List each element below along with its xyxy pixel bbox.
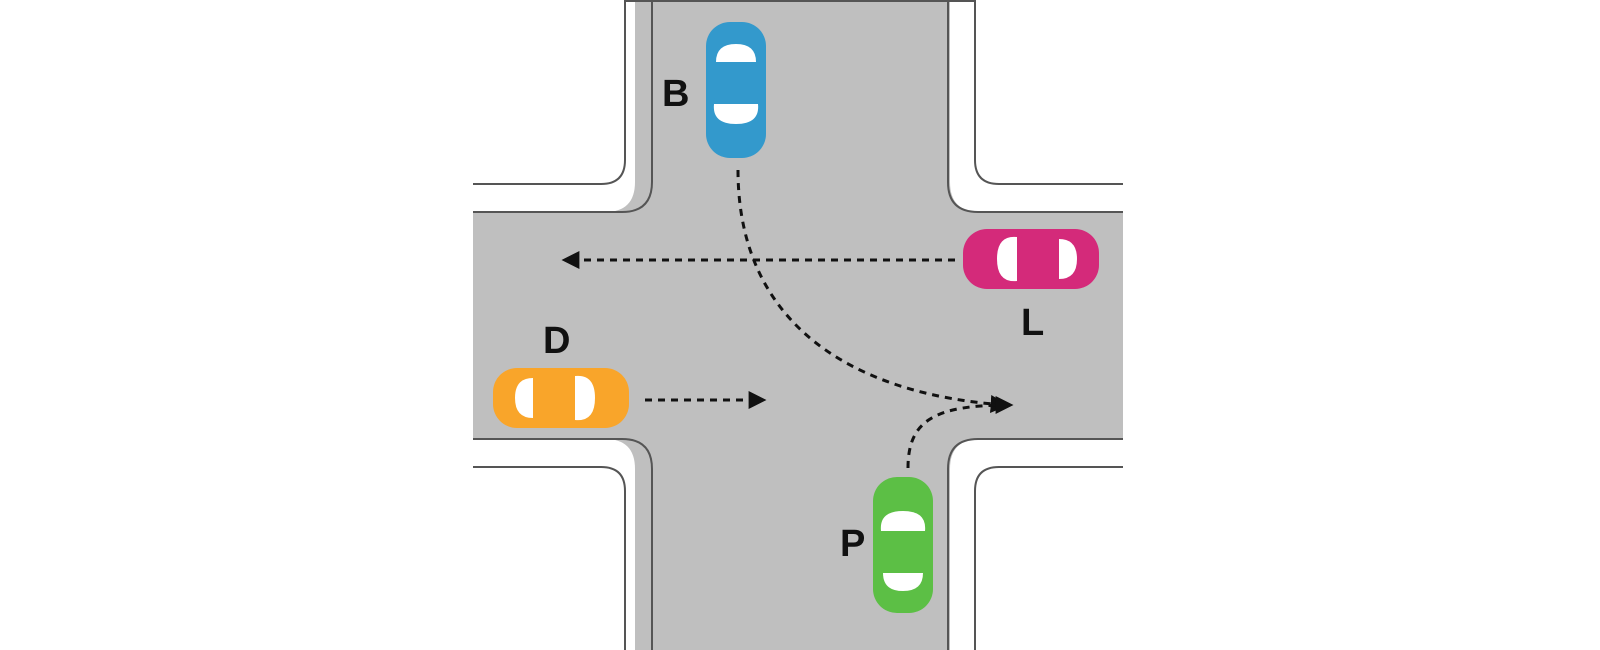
vehicle-labels: B L D P [543, 73, 1044, 565]
curb-ne-outer [974, 0, 1123, 185]
car-p-roof [881, 533, 925, 571]
car-d [493, 368, 629, 428]
car-p-rear-window [883, 573, 923, 591]
road-corner-nw [605, 182, 635, 212]
curb-sw-inner [473, 438, 653, 650]
curb-ne-inner [947, 0, 1123, 213]
car-b-rear-window [716, 44, 756, 62]
car-l [963, 229, 1099, 289]
car-l-windshield [997, 236, 1017, 282]
car-d-rear-window [515, 378, 533, 418]
label-car-b: B [662, 73, 689, 115]
curb-se-outer [974, 466, 1123, 650]
car-l-roof [1019, 237, 1057, 281]
curbs [473, 0, 1123, 650]
curb-nw-outer [473, 0, 626, 185]
road-corner-se [950, 439, 980, 469]
label-car-l: L [1021, 302, 1044, 344]
label-car-p: P [840, 523, 865, 565]
car-p-windshield [880, 511, 926, 531]
curb-se-inner [947, 438, 1123, 650]
path-b-left-turn [736, 169, 1009, 413]
car-b-roof [714, 64, 758, 102]
vehicles [493, 22, 1099, 613]
car-l-rear-window [1059, 239, 1077, 279]
path-p-right-turn [906, 396, 1014, 469]
label-car-d: D [543, 320, 570, 362]
car-p [873, 477, 933, 613]
car-b-windshield [713, 104, 759, 124]
movement-paths [561, 169, 1014, 469]
car-d-roof [535, 376, 573, 420]
car-b [706, 22, 766, 158]
road-corner-sw [605, 439, 635, 469]
curb-sw-outer [473, 466, 626, 650]
road-corner-ne [950, 182, 980, 212]
car-d-windshield [575, 375, 595, 421]
curb-nw-inner [473, 0, 653, 213]
